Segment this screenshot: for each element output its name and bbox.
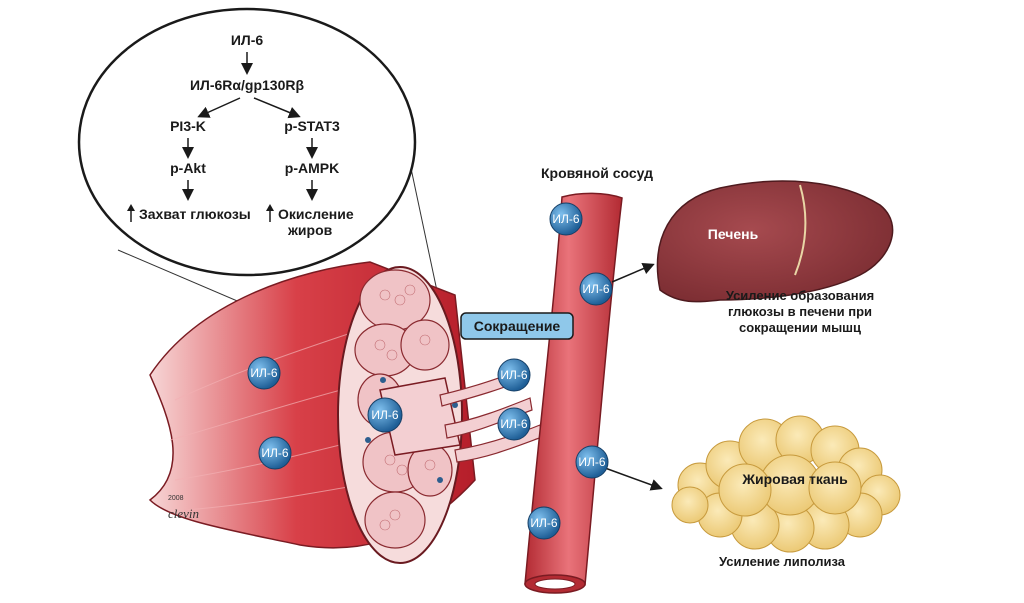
il6-badge: ИЛ-6 <box>367 397 403 433</box>
pathway-fat-oxidation-line1: Окисление <box>278 206 354 222</box>
pathway-receptor: ИЛ-6Rα/gp130Rβ <box>190 77 305 93</box>
pathway-pampk: p-AMPK <box>285 160 339 176</box>
up-arrow-icon <box>266 204 274 222</box>
svg-text:ИЛ-6: ИЛ-6 <box>250 366 277 380</box>
il6-badge: ИЛ-6 <box>497 358 531 392</box>
arrow-receptor-pstat3 <box>253 97 301 119</box>
liver-shape <box>656 180 894 303</box>
svg-text:ИЛ-6: ИЛ-6 <box>578 455 605 469</box>
pathway-fat-oxidation-line2: жиров <box>287 222 333 238</box>
liver-note-line1: Усиление образования <box>726 288 874 303</box>
svg-text:2008: 2008 <box>168 495 184 502</box>
svg-text:clevin: clevin <box>168 506 199 521</box>
pathway-zoom-circle: ИЛ-6 ИЛ-6Rα/gp130Rβ PI3-K p-STAT3 p-Akt … <box>77 7 459 391</box>
up-arrow-icon <box>127 204 135 222</box>
il6-badges: ИЛ-6 ИЛ-6 ИЛ-6 ИЛ-6 ИЛ-6 ИЛ-6 ИЛ-6 ИЛ-6 <box>247 202 613 540</box>
svg-text:ИЛ-6: ИЛ-6 <box>530 516 557 530</box>
contraction-label-box: Сокращение <box>460 312 574 340</box>
arrow-vessel-adipose <box>604 467 663 491</box>
artist-signature: 2008 clevin <box>168 495 199 521</box>
pathway-pi3k: PI3-K <box>170 118 206 134</box>
liver-note-line3: сокращении мышц <box>739 320 861 335</box>
il6-badge: ИЛ-6 <box>258 436 292 470</box>
svg-text:ИЛ-6: ИЛ-6 <box>552 212 579 226</box>
pathway-il6: ИЛ-6 <box>231 32 264 48</box>
arrow-receptor-pi3k <box>197 97 241 118</box>
il6-badge: ИЛ-6 <box>527 506 561 540</box>
svg-text:ИЛ-6: ИЛ-6 <box>500 417 527 431</box>
arrow-vessel-liver <box>611 262 655 283</box>
contraction-label: Сокращение <box>474 318 561 334</box>
adipose-note: Усиление липолиза <box>719 554 846 569</box>
il6-badge: ИЛ-6 <box>579 272 613 306</box>
svg-text:ИЛ-6: ИЛ-6 <box>261 446 288 460</box>
svg-text:ИЛ-6: ИЛ-6 <box>371 408 398 422</box>
pathway-circle <box>77 7 417 277</box>
il6-badge: ИЛ-6 <box>549 202 583 236</box>
svg-text:ИЛ-6: ИЛ-6 <box>582 282 609 296</box>
pathway-pstat3: p-STAT3 <box>284 118 340 134</box>
pathway-glucose-uptake: Захват глюкозы <box>139 206 251 222</box>
liver-note-line2: глюкозы в печени при <box>728 304 872 319</box>
il6-badge: ИЛ-6 <box>497 407 531 441</box>
il6-badge: ИЛ-6 <box>247 356 281 390</box>
adipose-label: Жировая ткань <box>741 471 848 487</box>
blood-vessel-label: Кровяной сосуд <box>541 165 653 181</box>
liver: Печень Усиление образования глюкозы в пе… <box>656 180 894 335</box>
il6-badge: ИЛ-6 <box>575 445 609 479</box>
pathway-pakt: p-Akt <box>170 160 206 176</box>
adipose-tissue: Жировая ткань Усиление липолиза <box>671 415 901 569</box>
svg-text:ИЛ-6: ИЛ-6 <box>500 368 527 382</box>
liver-label: Печень <box>708 226 759 242</box>
